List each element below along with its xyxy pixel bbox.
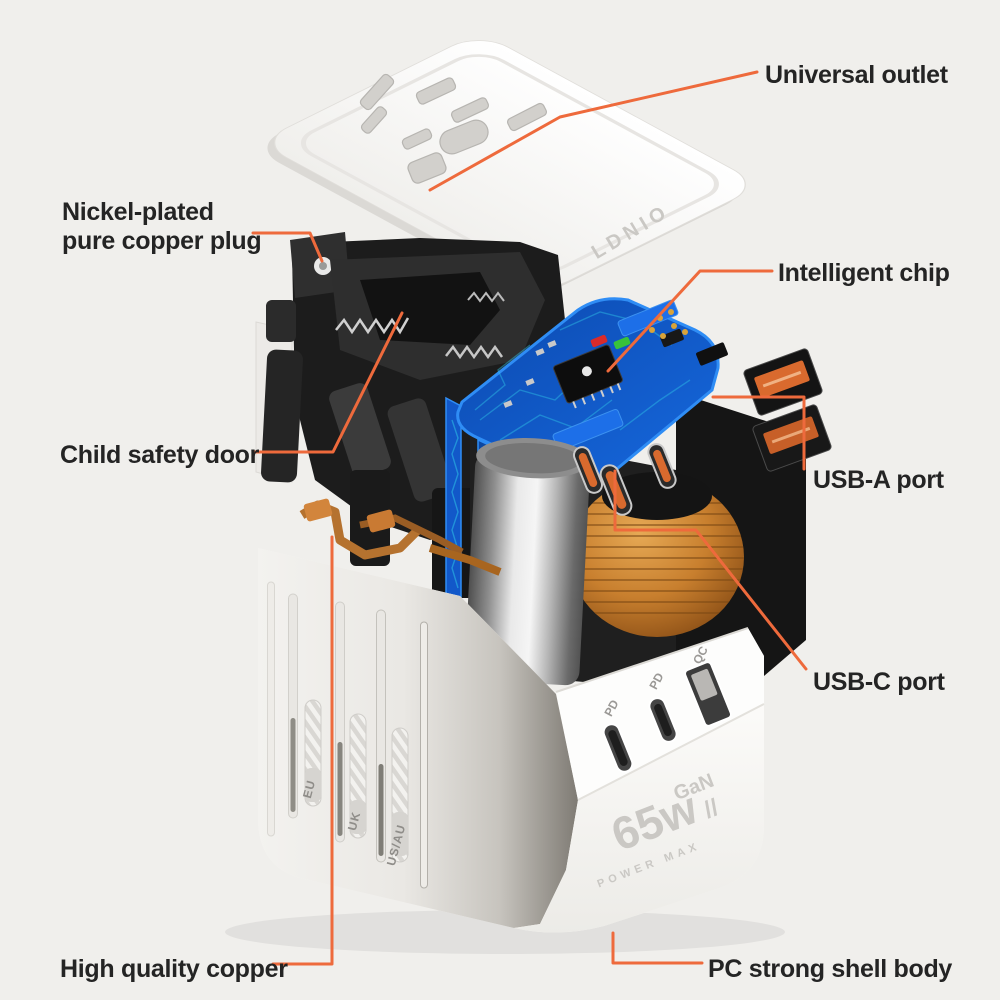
label-high-quality-copper: High quality copper — [60, 955, 288, 983]
slider-label-eu: EU — [300, 778, 318, 800]
outlet-slot — [401, 128, 433, 150]
slider-track-eu: EU — [300, 699, 322, 807]
plate-face — [274, 40, 746, 287]
label-usb-a-port: USB-A port — [813, 466, 945, 494]
plug-pin-column — [261, 349, 303, 483]
groove — [420, 621, 428, 889]
universal-outlet-holes — [359, 73, 547, 184]
slider-label-uk: UK — [345, 810, 364, 832]
label-pc-strong-shell-body: PC strong shell body — [708, 955, 952, 983]
label-nickel-plated-line2: pure copper plug — [62, 227, 261, 255]
ic-chip — [696, 342, 728, 366]
leader-child-safety-door — [251, 311, 404, 454]
pcb-traces — [474, 311, 691, 441]
copper-pin — [303, 498, 333, 522]
body-output-ports: PD PD QC — [601, 644, 733, 773]
device-body: EU UK US/AU — [258, 548, 765, 933]
copper-pin — [366, 509, 396, 533]
plug-pin-holder — [266, 300, 296, 342]
led-red — [590, 334, 608, 348]
leader-lines — [251, 70, 808, 966]
slider-slot-usau — [376, 609, 386, 863]
leader-usb-a-port — [711, 395, 806, 471]
outlet-square-hole — [407, 152, 447, 184]
spring — [467, 291, 505, 303]
body-print: GaN 65w // POWER MAX — [596, 770, 723, 891]
leader-intelligent-chip — [606, 269, 774, 373]
label-usb-c-port: USB-C port — [813, 668, 946, 696]
usb-a-hole — [683, 661, 733, 727]
outlet-slot — [415, 77, 457, 105]
slider-slot-uk — [335, 601, 345, 843]
label-intelligent-chip: Intelligent chip — [778, 259, 950, 287]
groove — [267, 581, 275, 837]
outlet-slot — [360, 106, 388, 134]
led-green — [613, 336, 631, 350]
plate-inner-ring — [300, 54, 719, 273]
label-universal-outlet: Universal outlet — [765, 61, 949, 89]
slider-track-uk: UK — [345, 713, 367, 839]
leader-high-quality-copper — [271, 535, 334, 966]
intelligent-chip — [553, 344, 623, 409]
outlet-slot — [359, 73, 395, 111]
usb-c-hole-2 — [648, 697, 678, 743]
leader-usb-c-port — [613, 469, 808, 671]
slider-slot-eu — [288, 593, 298, 819]
label-nickel-plated-line1: Nickel-plated — [62, 198, 214, 226]
floor-shadow — [225, 910, 785, 954]
safety-door-slider — [329, 383, 391, 477]
spring — [445, 344, 504, 360]
label-child-safety-door: Child safety door — [60, 441, 260, 469]
leader-nickel-plug — [251, 231, 324, 263]
ic-chip — [660, 328, 684, 348]
usb-c-hole-1 — [602, 723, 634, 773]
smd-components — [503, 340, 557, 408]
outlet-oval-hole — [439, 119, 489, 155]
capacitor-cylinder — [464, 437, 591, 686]
body-ridge — [577, 703, 765, 801]
plug-pin-socket-hole — [319, 262, 327, 270]
outlet-slot — [507, 102, 547, 132]
copper-contacts — [299, 498, 502, 576]
body-ridge — [555, 627, 749, 693]
leader-universal-outlet — [428, 70, 759, 192]
safety-door-recess — [360, 272, 500, 345]
outlet-slot — [450, 97, 490, 123]
safety-door-slider — [387, 398, 453, 502]
leader-pc-shell-body — [611, 931, 704, 965]
body-front-face — [514, 704, 764, 933]
callout-labels: Universal outlet Nickel-plated pure copp… — [60, 61, 953, 983]
